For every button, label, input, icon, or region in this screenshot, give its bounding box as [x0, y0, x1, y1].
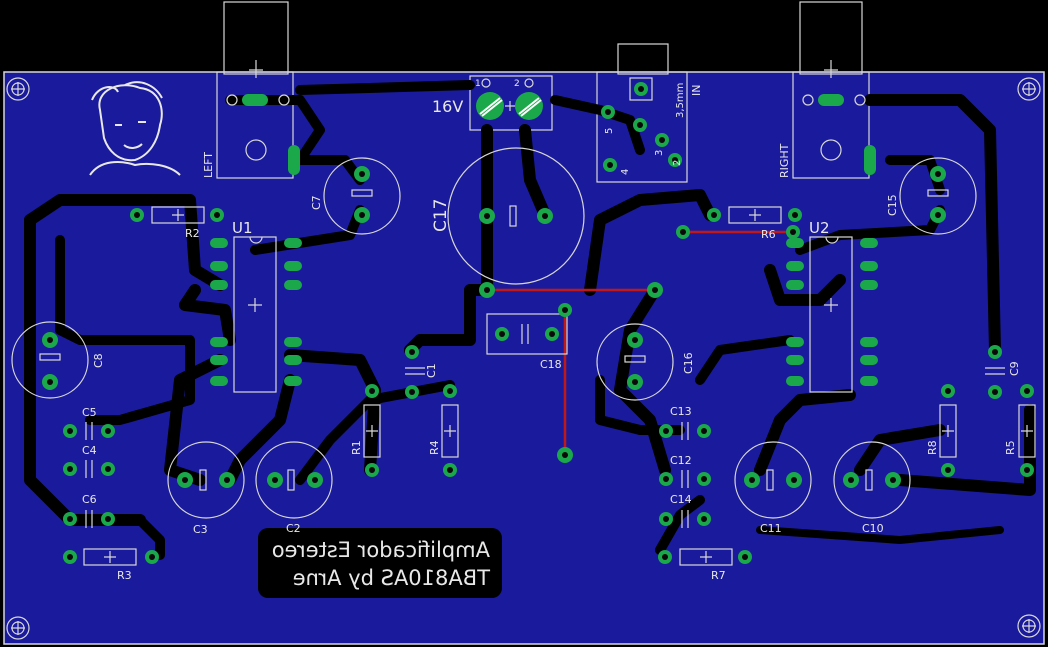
capacitor-c8	[11, 321, 89, 399]
label-pin5: 5	[604, 128, 615, 134]
label-pin2b: 2	[672, 160, 683, 166]
label-pin3: 3	[654, 150, 665, 156]
mounting-hole-bottom-left	[6, 616, 30, 640]
jumper-wires	[487, 230, 793, 455]
resistor-r6	[707, 206, 802, 224]
silk-labels: LEFT RIGHT IN 3,5mm 16V 1 2 3 2 4 5 U1 U…	[82, 79, 1021, 582]
resistor-r8	[939, 384, 957, 477]
electrolytic-capacitors	[11, 147, 977, 519]
capacitor-c14	[659, 510, 711, 528]
capacitor-c5	[63, 422, 115, 440]
capacitor-c18	[486, 313, 568, 355]
vias	[479, 225, 800, 463]
board-title: Amplificador Estereo TBA810AS by Arne	[272, 538, 491, 590]
ceramic-capacitors	[63, 313, 1005, 528]
label-c9: C9	[1008, 361, 1021, 376]
label-c12: C12	[670, 454, 692, 467]
label-u1: U1	[232, 219, 253, 237]
label-c15: C15	[886, 194, 899, 216]
resistor-r2	[130, 206, 224, 224]
label-c5: C5	[82, 406, 97, 419]
input-jack	[596, 43, 688, 183]
label-r1: R1	[350, 440, 363, 455]
label-c13: C13	[670, 405, 692, 418]
label-c7: C7	[310, 195, 323, 210]
label-u2: U2	[809, 219, 830, 237]
ic-u1	[210, 236, 302, 393]
capacitor-c2	[255, 441, 333, 519]
label-c10: C10	[862, 522, 884, 535]
capacitor-c15	[899, 157, 977, 235]
mounting-hole-bottom-right	[1017, 614, 1041, 638]
resistor-r3	[63, 548, 159, 566]
label-pin4: 4	[620, 169, 631, 175]
capacitor-c7	[323, 157, 401, 235]
label-left: LEFT	[202, 152, 215, 178]
capacitor-c1	[405, 345, 425, 399]
mounting-hole-top-right	[1017, 77, 1041, 101]
label-jack-size: 3,5mm	[675, 83, 686, 118]
input-jack-pads	[601, 77, 682, 172]
label-c3: C3	[193, 523, 208, 536]
label-c16: C16	[682, 352, 695, 374]
resistor-r7	[658, 548, 752, 566]
label-in: IN	[690, 85, 703, 96]
traces	[24, 80, 1036, 560]
resistors	[63, 206, 1036, 566]
power-terminal-pads	[476, 78, 543, 120]
label-r3: R3	[117, 569, 132, 582]
resistor-r4	[441, 384, 459, 477]
label-c1: C1	[425, 363, 438, 378]
capacitor-c9	[985, 345, 1005, 399]
label-c2: C2	[286, 522, 301, 535]
label-r7: R7	[711, 569, 726, 582]
capacitor-c10	[833, 441, 911, 519]
capacitor-c13	[659, 422, 711, 440]
label-r5: R5	[1004, 440, 1017, 455]
capacitor-c17	[447, 147, 585, 285]
resistor-r1	[363, 384, 381, 477]
mounting-hole-top-left	[6, 77, 30, 101]
label-c11: C11	[760, 522, 782, 535]
label-c6: C6	[82, 493, 97, 506]
resistor-r5	[1018, 384, 1036, 477]
title-line-2: TBA810AS by Arne	[293, 566, 491, 590]
label-right: RIGHT	[778, 143, 791, 178]
title-block	[258, 528, 502, 598]
mounting-holes	[6, 77, 1041, 640]
portrait-logo	[89, 81, 181, 176]
left-jack-pads	[226, 60, 300, 175]
right-jack-pads	[802, 60, 876, 175]
capacitor-c4	[63, 460, 115, 478]
label-pin2: 2	[514, 79, 520, 89]
label-c18: C18	[540, 358, 562, 371]
capacitor-c11	[734, 441, 812, 519]
label-pin1: 1	[475, 79, 481, 89]
label-r6: R6	[761, 228, 776, 241]
capacitor-c6	[63, 510, 115, 528]
capacitor-c16	[596, 323, 674, 401]
label-c4: C4	[82, 444, 97, 457]
label-c17: C17	[431, 198, 451, 232]
title-line-1: Amplificador Estereo	[272, 538, 490, 562]
label-power: 16V	[432, 97, 463, 116]
ic-u2	[786, 236, 878, 393]
capacitor-c3	[167, 441, 245, 519]
label-c8: C8	[92, 353, 105, 368]
label-r4: R4	[428, 440, 441, 455]
label-r8: R8	[926, 440, 939, 455]
label-c14: C14	[670, 493, 692, 506]
label-r2: R2	[185, 227, 200, 240]
capacitor-c12	[659, 470, 711, 488]
